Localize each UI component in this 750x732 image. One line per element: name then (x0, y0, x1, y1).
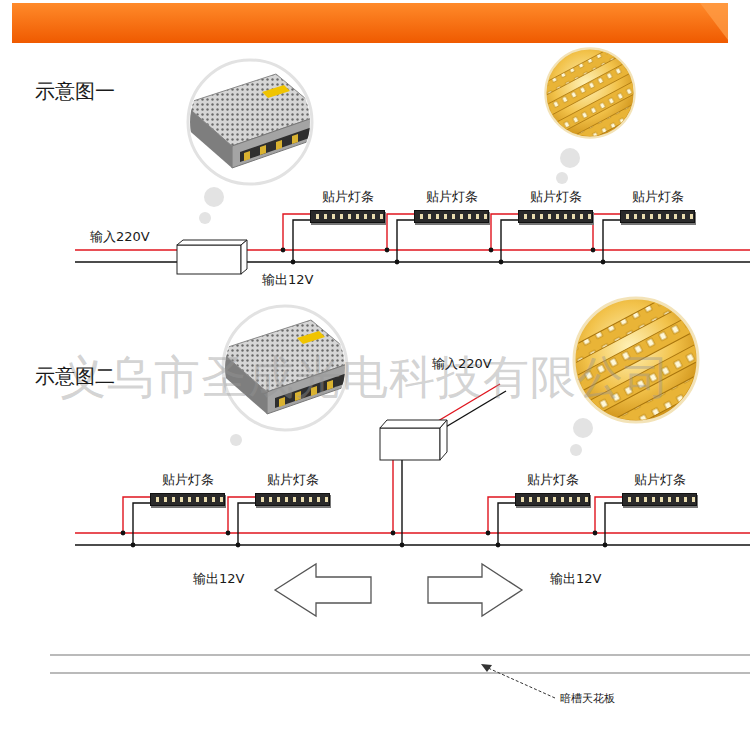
power-box (177, 240, 247, 245)
junction-dots (131, 543, 136, 548)
output-voltage-label: 输出12V (193, 571, 244, 587)
junction-dots (601, 260, 606, 265)
junction-dots (226, 531, 231, 536)
led-strip-node: 贴片灯条 (512, 471, 593, 506)
leader-arrowhead (481, 664, 492, 672)
wiring-1 (501, 220, 518, 262)
watermark: 义乌市圣成光电科技有限公司 (60, 350, 671, 405)
strip-label: 贴片灯条 (617, 188, 698, 206)
output-voltage-label: 输出12V (550, 571, 601, 587)
decor-bubbles (204, 187, 224, 207)
wiring-2 (75, 544, 750, 545)
led-strip (310, 210, 385, 223)
junction-dots (391, 531, 396, 536)
strip-label: 贴片灯条 (512, 471, 593, 489)
ceiling-slot (50, 654, 750, 655)
junction-dots (236, 543, 241, 548)
decor-bubbles (570, 444, 582, 456)
decor-bubbles (230, 434, 242, 446)
leader-line (488, 668, 555, 698)
direction-arrow (275, 564, 371, 616)
direction-arrow (428, 564, 522, 616)
wiring-1 (397, 220, 414, 262)
wiring-2 (498, 503, 515, 545)
wiring-2 (392, 460, 393, 533)
led-strip (518, 210, 593, 223)
input-voltage-label: 输入220V (432, 356, 492, 372)
wiring-1 (75, 261, 750, 262)
led-strip-photo (525, 39, 661, 157)
wiring-2 (75, 532, 750, 533)
decor-bubbles (556, 172, 568, 184)
diagram-title: 示意图二 (35, 364, 115, 388)
led-strip-node: 贴片灯条 (411, 188, 492, 223)
junction-dots (486, 531, 491, 536)
junction-dots (496, 543, 501, 548)
header-corner (700, 3, 728, 40)
strip-label: 贴片灯条 (411, 188, 492, 206)
power-box (177, 240, 247, 274)
junction-dots (121, 531, 126, 536)
power-box (440, 420, 447, 460)
strip-label: 贴片灯条 (515, 188, 596, 206)
header-bar (12, 3, 728, 43)
led-strip-node: 贴片灯条 (307, 188, 388, 223)
led-strip (622, 493, 697, 506)
junction-dots (395, 260, 400, 265)
led-strip-node: 贴片灯条 (252, 471, 333, 506)
strip-label: 贴片灯条 (252, 471, 333, 489)
junction-dots (489, 248, 494, 253)
led-strip (150, 493, 225, 506)
junction-dots (591, 248, 596, 253)
junction-dots (603, 543, 608, 548)
input-voltage-label: 输入220V (90, 229, 150, 245)
wiring-1 (603, 220, 620, 262)
led-strip (255, 493, 330, 506)
header-bar (12, 3, 728, 43)
junction-dots (121, 531, 608, 548)
led-strip (515, 493, 590, 506)
led-strip-node: 贴片灯条 (619, 471, 700, 506)
wiring-1 (293, 220, 310, 262)
junction-dots (385, 248, 390, 253)
led-strip-node: 贴片灯条 (617, 188, 698, 223)
led-strip (414, 210, 489, 223)
junction-dots (400, 543, 405, 548)
ceiling-slot (50, 672, 750, 673)
wiring-1 (75, 249, 750, 250)
wiring-2 (75, 384, 750, 545)
junction-dots (281, 248, 286, 253)
led-strip-node: 贴片灯条 (515, 188, 596, 223)
wiring-2 (605, 503, 622, 545)
output-voltage-label: 输出12V (262, 272, 313, 288)
junction-dots (291, 260, 296, 265)
power-box (241, 240, 247, 274)
power-box (380, 428, 440, 460)
wiring-2 (133, 503, 150, 545)
callout-label: 暗槽天花板 (560, 692, 615, 705)
diagram-title: 示意图一 (35, 79, 115, 103)
decor-bubbles (573, 418, 593, 438)
strip-label: 贴片灯条 (619, 471, 700, 489)
power-supply-photo (184, 60, 324, 184)
led-strip (620, 210, 695, 223)
wiring-2 (401, 460, 402, 545)
power-box (380, 420, 447, 428)
wiring-2 (238, 503, 255, 545)
decor-bubbles (560, 148, 580, 168)
junction-dots (281, 248, 606, 265)
decor-bubbles (199, 212, 211, 224)
power-box (177, 245, 241, 274)
junction-dots (593, 531, 598, 536)
led-strip-node: 贴片灯条 (147, 471, 228, 506)
junction-dots (499, 260, 504, 265)
strip-label: 贴片灯条 (147, 471, 228, 489)
power-box (380, 420, 447, 460)
strip-label: 贴片灯条 (307, 188, 388, 206)
ceiling-slot (50, 655, 750, 673)
